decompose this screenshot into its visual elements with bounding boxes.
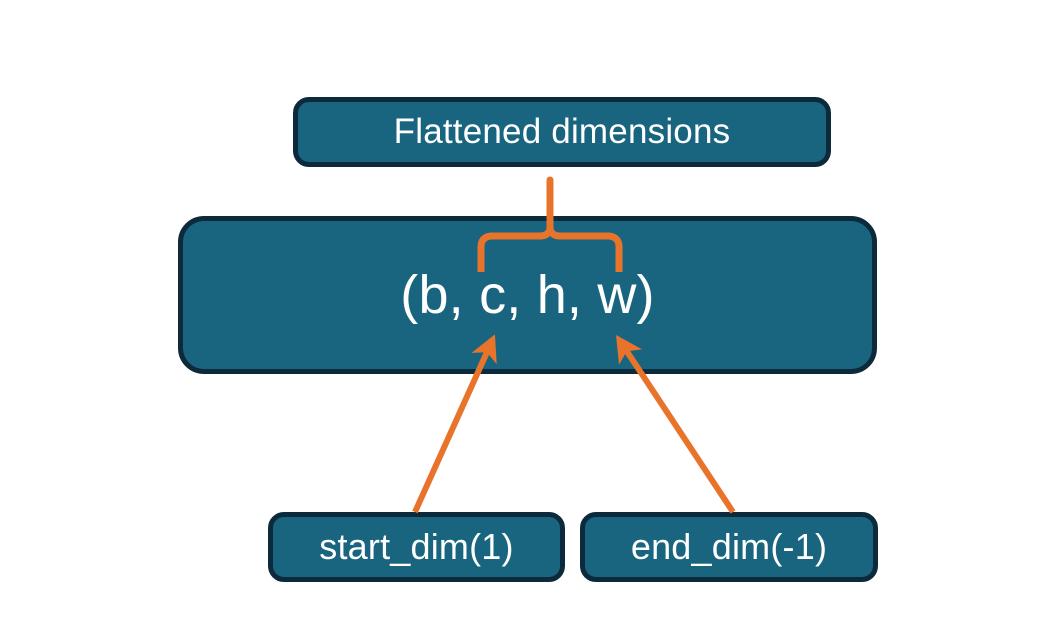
curly-brace-tip-icon	[546, 178, 554, 236]
end-dim-arrow	[616, 334, 736, 514]
start-dim-arrow	[412, 334, 497, 514]
